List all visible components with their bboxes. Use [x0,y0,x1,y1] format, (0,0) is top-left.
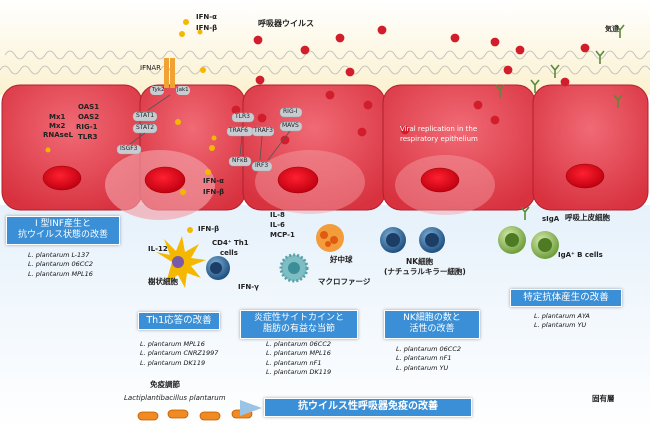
strain-item: L. plantarum DK119 [140,358,206,367]
macrophage-label: マクロファージ [318,277,371,286]
rnasel-label: RNAseL [43,131,74,139]
ifnar-receptor [150,58,190,95]
mx1-label: Mx1 [49,113,66,121]
strain-item: L. plantarum YU [396,363,449,372]
signalling-proteins [116,107,303,172]
box-nk-line2: 活性の改善 [409,324,455,335]
nk-cell-label-line2: (ナチュラルキラー細胞) [384,267,466,276]
cytokine-molecules [45,19,217,233]
strain-list-2: L. plantarum MPL16 L. plantarum CNRZ1997… [140,340,218,368]
cd4-label-line2: cells [220,249,238,257]
strain-item: L. plantarum YU [534,321,587,330]
ifn-beta-top-label: IFN-β [196,24,218,32]
nuclei [42,163,605,194]
tyk2-label: Tyk2 [152,87,165,93]
box-cytokine: 炎症性サイトカインと 脂肪の有益な当節 [240,310,358,339]
box-antibody: 特定抗体産生の改善 [510,289,622,307]
epithelium-label: 呼吸上皮細胞 [565,213,610,222]
irf3-label: IRF3 [255,162,269,169]
strain-item: L. plantarum 06CC2 [28,260,93,269]
mx2-label: Mx2 [49,122,66,130]
rigi-label: RIG-I [283,108,298,115]
strain-item: L. plantarum AYA [534,312,590,320]
iga-antibodies [495,24,625,220]
immunomodulation-label: 免疫調節 [150,380,180,389]
mavs-label: MAVS [282,122,299,129]
box-type1-ifn: I 型INF産生と 抗ウイルス状態の改善 [6,216,120,245]
stat2-label: STAT2 [136,124,155,131]
viral-replication-line1: Viral replication in the [400,125,478,133]
mcp1-label: MCP-1 [270,231,295,239]
ifn-beta-low-label: IFN-β [198,225,220,233]
strain-list-4: L. plantarum 06CC2 L. plantarum nF1 L. p… [396,345,461,373]
oas1-label: OAS1 [78,103,100,111]
traf3-label: TRAF3 [254,127,273,134]
macrophage-cell [279,253,309,283]
box-type1-ifn-line1: I 型INF産生と [34,219,92,229]
bacteria [137,409,253,421]
strain-item: L. plantarum nF1 [396,354,452,363]
viral-replication-line2: respiratory epithelium [400,135,478,143]
dendritic-cell-label: 樹状細胞 [148,277,178,286]
strain-item: L. plantarum CNRZ1997 [140,349,219,358]
rig1-left-label: RIG-1 [76,123,98,131]
strain-item: L. plantarum 06CC2 [396,345,461,353]
box-th1: Th1応答の改善 [138,312,220,330]
airway-label: 気道 [605,25,619,33]
stat1-label: STAT1 [136,112,155,119]
il6-label: IL-6 [270,221,285,229]
strain-list-1: L. plantarum L-137 L. plantarum 06CC2 L.… [28,251,93,279]
tlr3-label: TLR3 [235,113,250,120]
virus-label: 呼吸器ウイルス [258,19,314,28]
virus-particles [231,25,590,145]
strain-item: L. plantarum MPL16 [140,340,205,348]
immune-cells [156,224,559,288]
box-nk: NK細胞の数と 活性の改善 [384,310,480,339]
jak1-label: Jak1 [177,87,189,93]
strain-item: L. plantarum L-137 [28,251,90,259]
ifn-beta-mid-label: IFN-β [203,188,225,196]
box-type1-ifn-line2: 抗ウイルス状態の改善 [17,230,108,241]
tlr3-left-label: TLR3 [78,133,98,141]
il8-label: IL-8 [270,211,285,219]
oas2-label: OAS2 [78,113,100,121]
cilia [0,50,650,75]
cd4-label-line1: CD4⁺ Th1 [212,239,249,247]
ifn-alpha-top-label: IFN-α [196,13,217,21]
strain-list-3: L. plantarum 06CC2 L. plantarum MPL16 L.… [266,340,331,378]
lamina-propria-label: 固有層 [592,394,615,403]
ifn-alpha-mid-label: IFN-α [203,177,224,185]
ifn-gamma-label: IFN-γ [238,283,259,291]
neutrophil-label: 好中球 [330,255,353,264]
neutrophil-cell [316,224,344,252]
box-antiviral: 抗ウイルス性呼吸器免疫の改善 [264,398,472,417]
strain-item: L. plantarum nF1 [266,358,322,367]
strain-item: L. plantarum MPL16 [266,349,331,358]
lactiplantibacillus-label: Lactiplantibacillus plantarum [124,394,226,402]
box-cytokine-line1: 炎症性サイトカインと [253,313,344,323]
nfkb-label: NFκB [232,157,248,164]
isgf3-label: ISGF3 [120,145,138,152]
strain-item: L. plantarum 06CC2 [266,340,331,348]
siga-label: sIgA [542,215,560,223]
dendritic-cell [156,236,206,288]
strain-item: L. plantarum DK119 [266,368,332,377]
box-cytokine-line2: 脂肪の有益な当節 [262,324,335,335]
ifnar-label: IFNAR [140,64,161,72]
box-nk-line1: NK細胞の数と [403,313,461,323]
nk-cell-label-line1: NK細胞 [406,257,434,266]
il12-label: IL-12 [148,245,168,253]
b-cell-label: IgA⁺ B cells [558,251,603,259]
strain-item: L. plantarum MPL16 [28,269,93,278]
signal-arrows [129,94,291,161]
traf6-label: TRAF6 [229,127,248,134]
strain-list-5: L. plantarum AYA L. plantarum YU [534,312,590,331]
